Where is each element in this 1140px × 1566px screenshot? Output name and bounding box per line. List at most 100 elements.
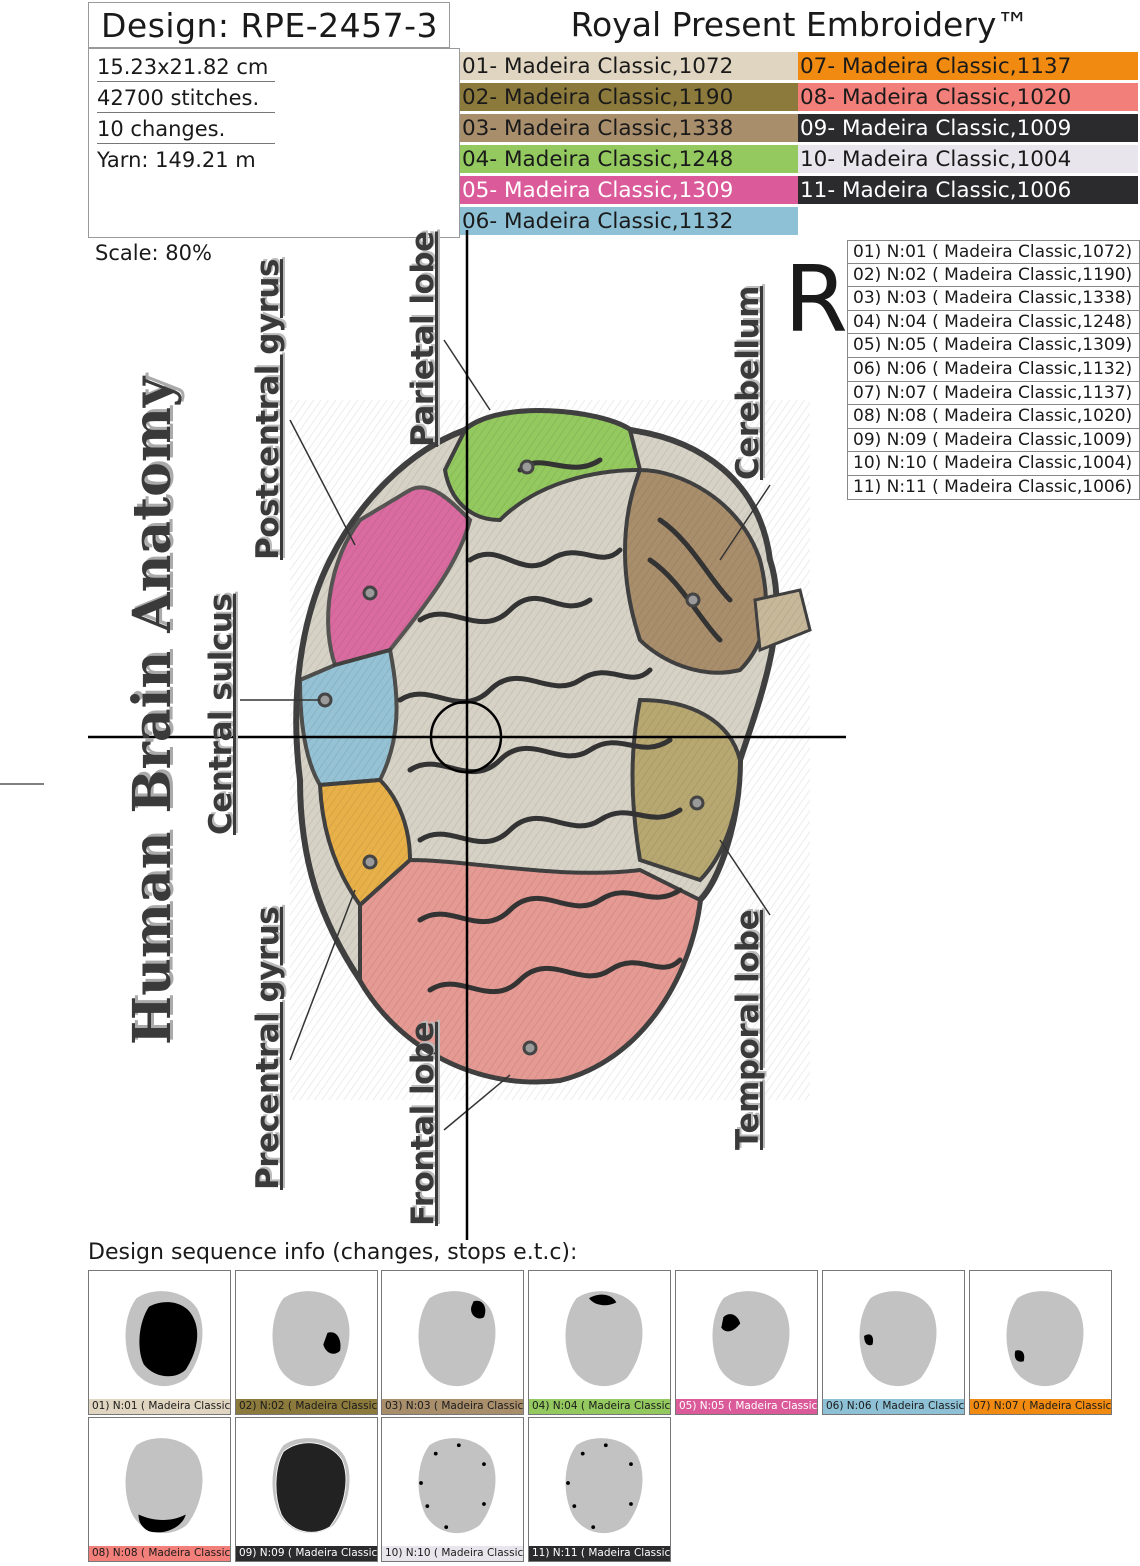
thumb-stop-dot <box>419 1481 423 1485</box>
thumb-stop-dot <box>580 1451 585 1456</box>
thumb-brain-silhouette <box>565 1291 643 1387</box>
design-main-title: Human Brain Anatomy <box>122 376 183 1045</box>
color-legend: 01- Madeira Classic,1072 02- Madeira Cla… <box>460 52 1140 238</box>
thumb-highlight <box>275 1442 347 1533</box>
gyri-lines <box>397 457 733 994</box>
label-parietal-lobe: Parietal lobe <box>405 231 441 447</box>
design-id: Design: RPE-2457-3 <box>88 2 450 48</box>
color-swatch: 01- Madeira Classic,1072 <box>460 52 798 81</box>
color-swatch: 11- Madeira Classic,1006 <box>798 176 1138 205</box>
sequence-thumb: 09) N:09 ( Madeira Classic,1009) <box>235 1417 378 1562</box>
thumb-brain-silhouette <box>712 1291 790 1387</box>
sequence-thumb: 08) N:08 ( Madeira Classic,1020) <box>88 1417 231 1562</box>
sequence-thumb: 02) N:02 ( Madeira Classic,1190) <box>235 1270 378 1415</box>
design-size: 15.23x21.82 cm <box>97 53 275 82</box>
sequence-thumb-label: 08) N:08 ( Madeira Classic,1020) <box>89 1546 230 1561</box>
label-temporal-lobe: Temporal lobe <box>730 909 766 1150</box>
thumb-highlight <box>138 1514 186 1533</box>
sequence-thumb-label: 10) N:10 ( Madeira Classic,1004) <box>382 1546 523 1561</box>
color-swatch: 09- Madeira Classic,1009 <box>798 114 1138 143</box>
thumb-preview <box>565 1291 643 1387</box>
thumb-stop-dot <box>591 1525 596 1530</box>
color-label: 07- Madeira Classic,1137 <box>800 54 1072 79</box>
sequence-thumb-label: 02) N:02 ( Madeira Classic,1190) <box>236 1399 377 1414</box>
thumb-preview <box>712 1291 790 1387</box>
thumb-preview <box>272 1438 350 1534</box>
brain-illustration <box>290 400 812 1100</box>
sequence-thumb: 10) N:10 ( Madeira Classic,1004) <box>381 1417 524 1562</box>
thumb-preview <box>272 1291 350 1387</box>
thumb-stop-dot <box>629 1462 633 1467</box>
label-postcentral-gyrus: Postcentral gyrus <box>250 259 286 560</box>
brand-title: Royal Present Embroidery™ <box>570 5 1030 44</box>
sequence-title: Design sequence info (changes, stops e.t… <box>88 1240 578 1265</box>
thumb-highlight <box>139 1302 198 1377</box>
thumb-preview <box>125 1291 203 1387</box>
thumb-highlight <box>1014 1350 1025 1362</box>
center-crosshair <box>0 230 846 1240</box>
sequence-thumb-label: 04) N:04 ( Madeira Classic,1248) <box>529 1399 670 1414</box>
color-label: 03- Madeira Classic,1338 <box>462 116 734 141</box>
thumb-preview <box>418 1291 496 1387</box>
color-swatch: 03- Madeira Classic,1338 <box>460 114 798 143</box>
thumb-stop-dot <box>629 1502 633 1506</box>
thumb-preview <box>1006 1291 1084 1387</box>
label-frontal-lobe: Frontal lobe <box>405 1021 441 1226</box>
label-cerebellum: Cerebellum <box>730 286 766 480</box>
sequence-thumb: 11) N:11 ( Madeira Classic,1006) <box>528 1417 671 1562</box>
yarn-length: Yarn: 149.21 m <box>97 148 256 172</box>
sequence-thumb-label: 03) N:03 ( Madeira Classic,1338) <box>382 1399 523 1414</box>
color-swatch: 02- Madeira Classic,1190 <box>460 83 798 112</box>
design-info-box: 15.23x21.82 cm 42700 stitches. 10 change… <box>88 48 460 238</box>
thumb-stop-dot <box>572 1504 577 1509</box>
label-central-sulcus: Central sulcus <box>203 593 239 835</box>
thumb-stop-dot <box>566 1481 570 1485</box>
sequence-thumb-label: 07) N:07 ( Madeira Classic,1137) <box>970 1399 1111 1414</box>
color-label: 02- Madeira Classic,1190 <box>462 85 734 110</box>
thumb-brain-silhouette <box>565 1438 643 1534</box>
sequence-thumb: 03) N:03 ( Madeira Classic,1338) <box>381 1270 524 1415</box>
thumb-highlight <box>471 1300 486 1319</box>
sequence-thumb-label: 06) N:06 ( Madeira Classic,1132) <box>823 1399 964 1414</box>
thumb-brain-silhouette <box>125 1438 203 1534</box>
thumb-preview <box>859 1291 937 1387</box>
color-label: 05- Madeira Classic,1309 <box>462 178 734 203</box>
thumb-brain-silhouette <box>1006 1291 1084 1387</box>
thumb-brain-silhouette <box>859 1291 937 1387</box>
sequence-thumb: 01) N:01 ( Madeira Classic,1072) <box>88 1270 231 1415</box>
sequence-thumb: 04) N:04 ( Madeira Classic,1248) <box>528 1270 671 1415</box>
thumb-stop-dot <box>482 1462 486 1467</box>
color-label: 11- Madeira Classic,1006 <box>800 178 1072 203</box>
color-label: 08- Madeira Classic,1020 <box>800 85 1072 110</box>
color-swatch: 06- Madeira Classic,1132 <box>460 207 798 236</box>
brain-embroidery-design <box>0 230 846 1240</box>
sequence-thumb-label: 01) N:01 ( Madeira Classic,1072) <box>89 1399 230 1414</box>
thumb-stop-dot <box>603 1443 608 1448</box>
thumb-stop-dot <box>482 1502 486 1506</box>
thumb-preview <box>125 1438 203 1534</box>
sequence-thumb: 05) N:05 ( Madeira Classic,1309) <box>675 1270 818 1415</box>
stop-markers <box>317 459 705 1056</box>
thumb-highlight <box>323 1332 341 1354</box>
color-swatch: 05- Madeira Classic,1309 <box>460 176 798 205</box>
thumb-highlight <box>589 1294 617 1306</box>
thumb-preview <box>565 1438 643 1534</box>
thumb-brain-silhouette <box>418 1438 496 1534</box>
color-swatch: 07- Madeira Classic,1137 <box>798 52 1138 81</box>
color-label: 09- Madeira Classic,1009 <box>800 116 1072 141</box>
sequence-thumb: 06) N:06 ( Madeira Classic,1132) <box>822 1270 965 1415</box>
color-label: 01- Madeira Classic,1072 <box>462 54 734 79</box>
stitch-count: 42700 stitches. <box>97 84 275 113</box>
thumb-stop-dot <box>456 1443 461 1448</box>
thumb-stop-dot <box>444 1525 449 1530</box>
sequence-thumb: 07) N:07 ( Madeira Classic,1137) <box>969 1270 1112 1415</box>
thumb-brain-silhouette <box>272 1291 350 1387</box>
thumb-stop-dot <box>425 1504 430 1509</box>
sequence-thumb-label: 09) N:09 ( Madeira Classic,1009) <box>236 1546 377 1561</box>
thumb-highlight <box>864 1334 874 1346</box>
thumb-highlight <box>721 1314 741 1332</box>
color-label: 06- Madeira Classic,1132 <box>462 209 734 234</box>
sequence-thumb-label: 11) N:11 ( Madeira Classic,1006) <box>529 1546 670 1561</box>
thumb-preview <box>418 1438 496 1534</box>
thumb-stop-dot <box>433 1451 438 1456</box>
